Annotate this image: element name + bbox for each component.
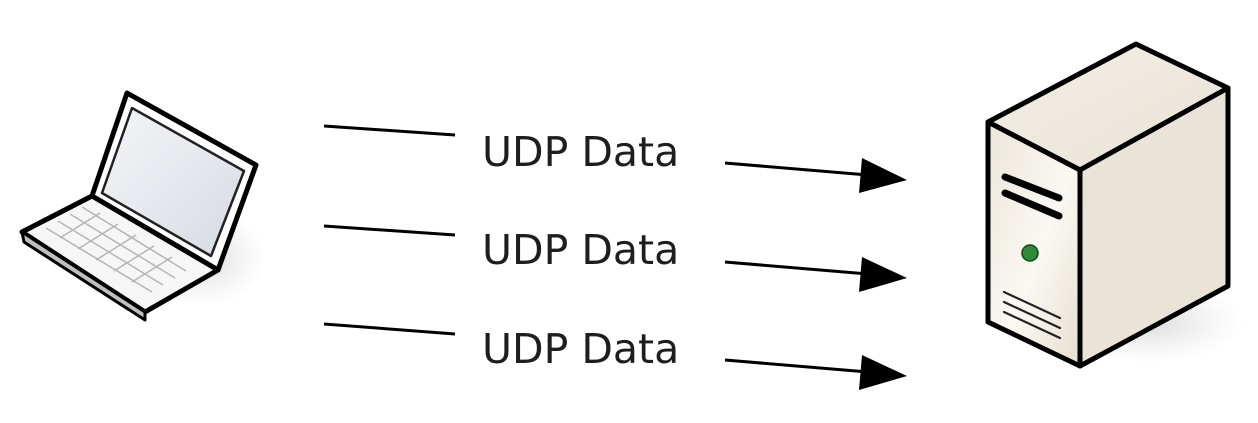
arrowhead-icon	[859, 257, 907, 292]
arrowhead-icon	[859, 355, 907, 390]
udp-flow-3: UDP Data	[323, 322, 907, 390]
arrowhead-icon	[859, 158, 907, 193]
laptop-icon	[19, 90, 267, 322]
flow-label: UDP Data	[482, 226, 679, 274]
flow-arrow-shaft	[724, 161, 869, 177]
flow-label: UDP Data	[482, 128, 679, 176]
flow-label: UDP Data	[482, 325, 679, 373]
flow-arrow-shaft	[724, 260, 869, 276]
flow-line-tail	[323, 322, 456, 336]
flow-line-tail	[323, 224, 456, 237]
flow-line-tail	[323, 124, 456, 137]
status-light-icon	[1021, 244, 1039, 262]
flow-arrow-shaft	[724, 358, 869, 374]
udp-flow-1: UDP Data	[323, 124, 907, 193]
server-tower-icon	[985, 41, 1245, 369]
udp-flow-2: UDP Data	[323, 224, 907, 292]
